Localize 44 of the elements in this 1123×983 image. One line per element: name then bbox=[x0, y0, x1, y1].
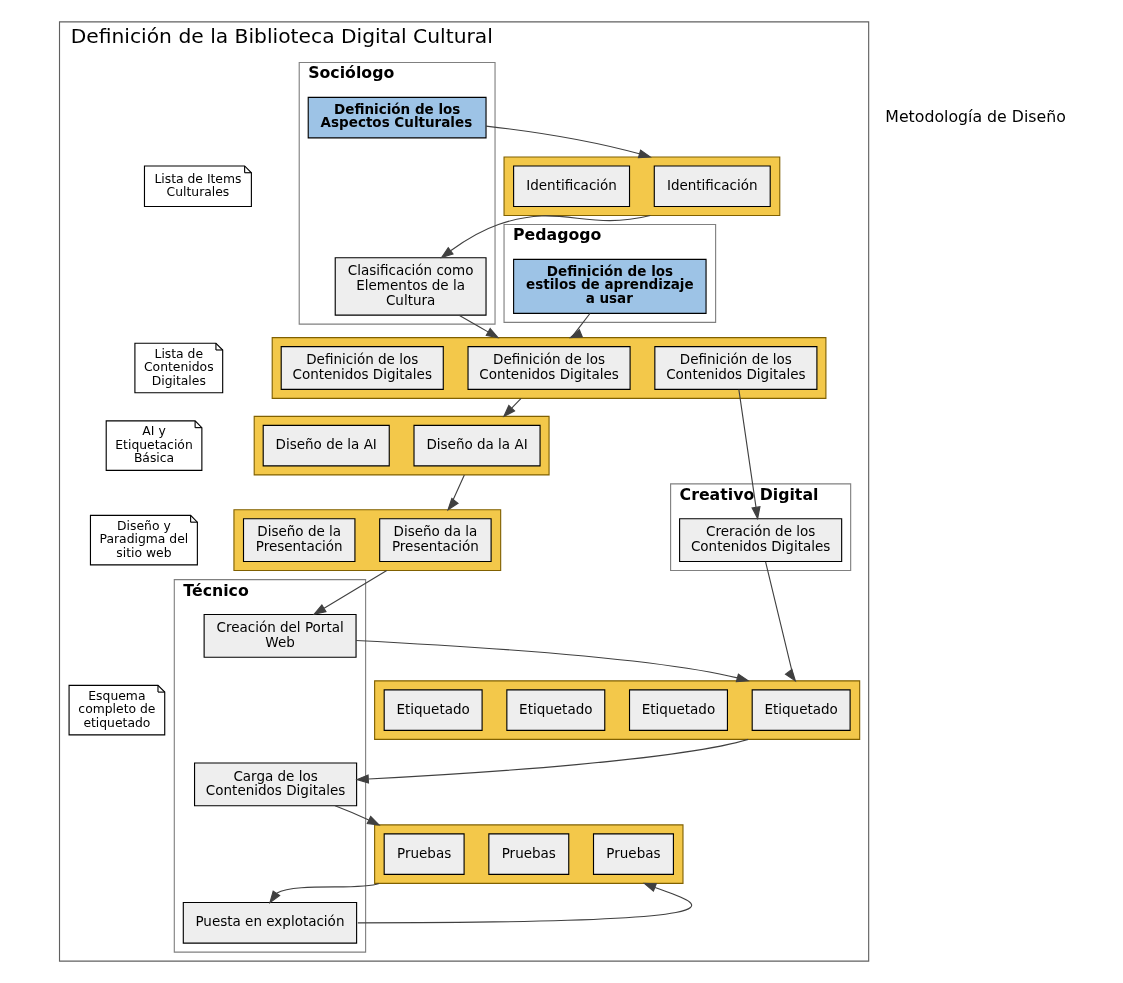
arrow bbox=[439, 214, 651, 259]
node-box: Etiquetado bbox=[505, 689, 605, 731]
arrow bbox=[502, 397, 522, 418]
node-box: Etiquetado bbox=[751, 689, 851, 731]
node-box: Definición de los Contenidos Digitales bbox=[466, 346, 631, 390]
cluster bbox=[232, 509, 501, 572]
node-box: Identificación bbox=[512, 165, 630, 208]
node-box: Carga de los Contenidos Digitales bbox=[193, 762, 357, 807]
node-box: Definición de los Contenidos Digitales bbox=[653, 346, 817, 390]
node-box: Definición de los estilos de aprendizaje a usar bbox=[512, 258, 707, 314]
node-box: Identificación bbox=[653, 165, 771, 208]
node-box: Clasificación como Elementos de la Cultura bbox=[334, 257, 487, 316]
node-box: Pruebas bbox=[592, 833, 674, 875]
arrow bbox=[312, 570, 387, 616]
arrow bbox=[333, 805, 381, 826]
cluster bbox=[502, 156, 780, 217]
cluster bbox=[253, 415, 550, 476]
node-box: Pruebas bbox=[383, 833, 465, 875]
arrow bbox=[737, 389, 761, 521]
label: Metodología de Diseño bbox=[884, 106, 1066, 126]
cluster bbox=[373, 680, 860, 740]
node-box: Definición de los Aspectos Culturales bbox=[307, 96, 487, 139]
node-box: Puesta en explotación bbox=[182, 902, 357, 944]
node-box: Diseño da la AI bbox=[412, 424, 541, 467]
node-box: Creración de los Contenidos Digitales bbox=[678, 518, 842, 563]
cluster bbox=[373, 824, 684, 884]
arrow bbox=[268, 882, 380, 904]
arrow bbox=[446, 474, 465, 512]
arrow bbox=[458, 314, 499, 339]
node-box: Etiquetado bbox=[628, 689, 728, 731]
node-box: Etiquetado bbox=[383, 689, 483, 731]
arrow bbox=[764, 561, 796, 683]
arrow bbox=[354, 738, 749, 784]
node-box: Pruebas bbox=[487, 833, 569, 875]
arrow bbox=[355, 639, 750, 683]
node-box: Creación del Portal Web bbox=[203, 613, 357, 658]
node-box: Diseño de la Presentación bbox=[242, 518, 355, 563]
node-box: Definición de los Contenidos Digitales bbox=[280, 346, 444, 390]
cluster bbox=[271, 337, 826, 399]
arrow bbox=[484, 125, 652, 159]
arrow bbox=[356, 882, 692, 924]
node-box: Diseño de la AI bbox=[262, 424, 390, 467]
arrow bbox=[568, 312, 590, 339]
node-box: Diseño da la Presentación bbox=[378, 518, 492, 563]
